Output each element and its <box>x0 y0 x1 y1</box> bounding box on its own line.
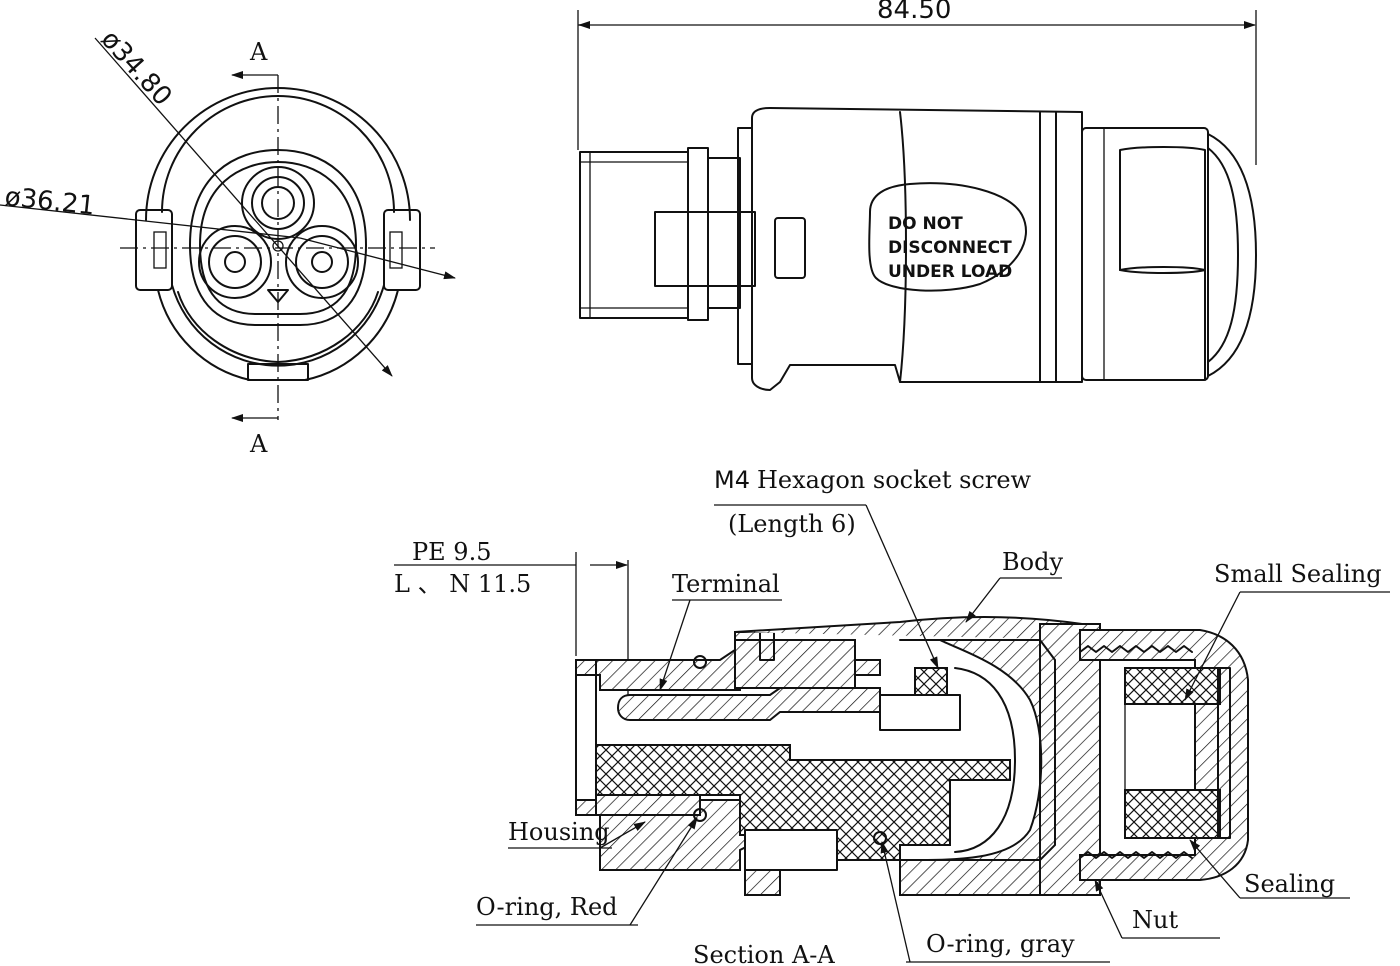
small-sealing <box>1124 667 1221 705</box>
section-mark-top: A <box>249 38 268 66</box>
dim-leader-outer <box>0 204 301 239</box>
front-inner-face <box>189 149 367 326</box>
screw-label: Hexagon socket screw <box>757 466 1032 494</box>
warning-line-1: DO NOT <box>888 214 963 234</box>
section-title: Section A-A <box>693 941 835 966</box>
side-view: 84.50 DO NOT DISCONNECT UNDER LOAD <box>577 0 1257 391</box>
front-view: A A ø36.21 ø34.80 <box>0 25 456 458</box>
front-mid-rim <box>161 95 395 213</box>
dim-outer-diameter: ø36.21 <box>3 182 96 221</box>
warning-line-2: DISCONNECT <box>888 238 1012 258</box>
section-view: PE 9.5 L 、 N 11.5 <box>394 466 1390 966</box>
screw-length: (Length 6) <box>728 510 856 538</box>
side-cap <box>1207 133 1257 377</box>
section-mark-bottom: A <box>249 430 268 458</box>
warning-line-3: UNDER LOAD <box>888 262 1012 282</box>
side-lock-window <box>774 217 806 279</box>
terminal-pin <box>616 687 881 721</box>
terminal-insert <box>595 744 1011 861</box>
label-nut: Nut <box>1132 906 1178 934</box>
contact-n-outer <box>285 225 359 299</box>
label-oring-gray: O-ring, gray <box>926 930 1075 958</box>
label-housing: Housing <box>508 818 610 846</box>
screw-size: M4 <box>714 466 750 494</box>
dim-inner-diameter: ø34.80 <box>95 25 178 112</box>
overall-length: 84.50 <box>877 0 951 25</box>
side-nut <box>1081 127 1209 381</box>
front-latch-right <box>383 209 421 291</box>
side-body <box>751 107 1083 391</box>
label-body: Body <box>1002 548 1063 576</box>
warning-label <box>868 182 1027 292</box>
contact-l-outer <box>198 225 272 299</box>
label-terminal: Terminal <box>672 570 780 598</box>
side-front-housing <box>579 151 689 319</box>
label-oring-red: O-ring, Red <box>476 893 618 921</box>
sealing <box>1124 789 1221 839</box>
label-sealing: Sealing <box>1244 870 1335 898</box>
ln-length: L 、 N 11.5 <box>394 570 531 598</box>
label-small-sealing: Small Sealing <box>1214 560 1382 588</box>
front-latch-left <box>135 209 173 291</box>
pe-length: PE 9.5 <box>412 538 491 566</box>
dim-leader-inner <box>94 37 393 377</box>
